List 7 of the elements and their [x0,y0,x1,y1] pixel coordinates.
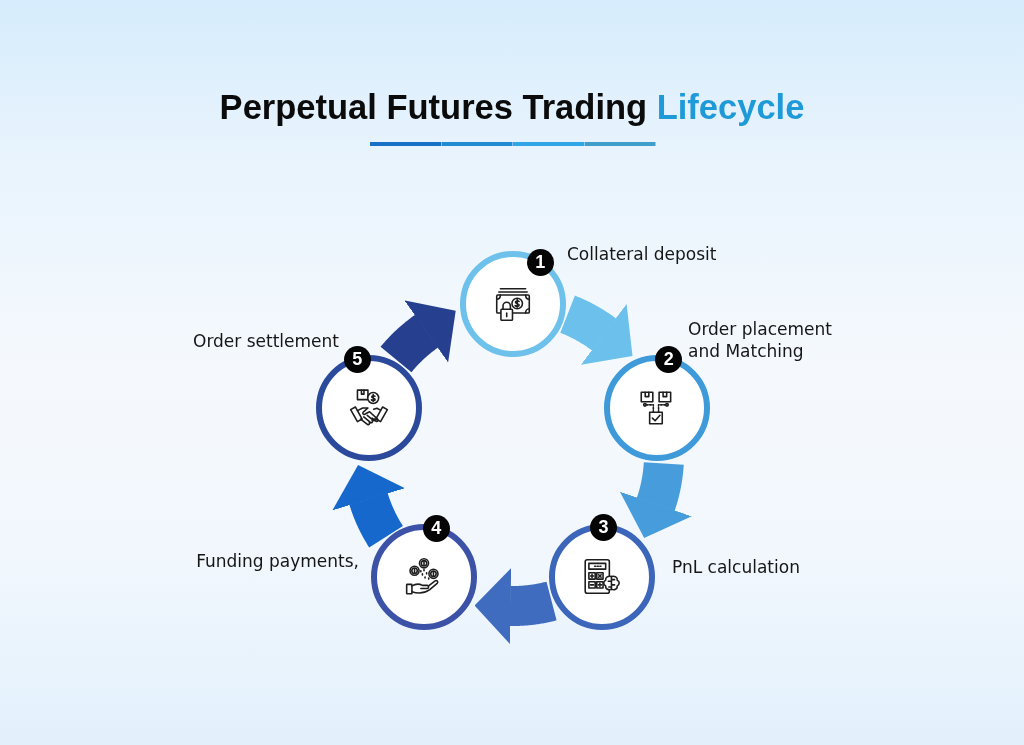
step-label: Collateral deposit [567,243,717,265]
step-circle [460,251,566,357]
step-label: Funding payments, [196,550,359,572]
step-label: PnL calculation [672,556,800,578]
title: Perpetual Futures Trading Lifecycle [219,87,805,128]
step-label: Order settlement [193,330,339,352]
step-label: Order placement and Matching [688,318,833,362]
